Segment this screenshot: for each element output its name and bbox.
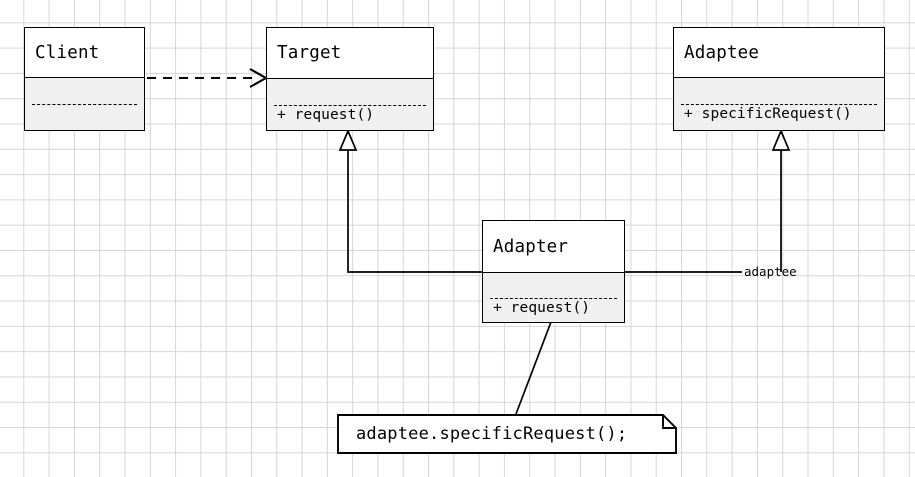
class-members-target: + request() [267,78,433,130]
class-members-client [25,77,144,130]
class-name-label: Target [277,43,342,63]
edge-label-adaptee: adaptee [744,264,797,279]
hollow-triangle-arrowhead [338,128,358,151]
class-method-adaptee-specific-request: + specificRequest() [684,106,852,122]
class-box-adaptee[interactable]: Adaptee + specificRequest() [673,27,885,131]
edge-client-uses-target[interactable] [147,68,269,88]
note-text: adaptee.specificRequest(); [356,424,628,444]
member-separator [32,104,137,105]
class-box-client[interactable]: Client [24,27,145,131]
member-separator [490,297,617,299]
class-name-client: Client [25,28,144,77]
edge-adapter-uses-adaptee[interactable] [625,128,791,273]
class-box-target[interactable]: Target + request() [266,27,434,131]
member-separator [681,104,877,105]
class-name-target: Target [267,28,433,78]
class-name-label: Client [35,42,100,63]
class-name-label: Adapter [493,236,569,257]
note-connector [515,321,552,415]
note-box[interactable]: adaptee.specificRequest(); [338,415,676,453]
class-name-label: Adaptee [684,42,760,63]
class-method-target-request: + request() [277,106,375,123]
member-separator [274,104,426,106]
class-method-adapter-request: + request() [493,299,591,316]
class-name-adapter: Adapter [483,221,624,272]
class-name-adaptee: Adaptee [674,28,884,77]
open-arrowhead [249,68,269,88]
generalization-line [347,150,482,273]
class-box-adapter[interactable]: Adapter + request() [482,220,625,323]
class-members-adaptee: + specificRequest() [674,77,884,130]
class-members-adapter: + request() [483,272,624,322]
edge-adapter-realizes-target[interactable] [338,128,482,273]
hollow-triangle-arrowhead [771,128,791,151]
note-anchor-line [515,321,552,415]
